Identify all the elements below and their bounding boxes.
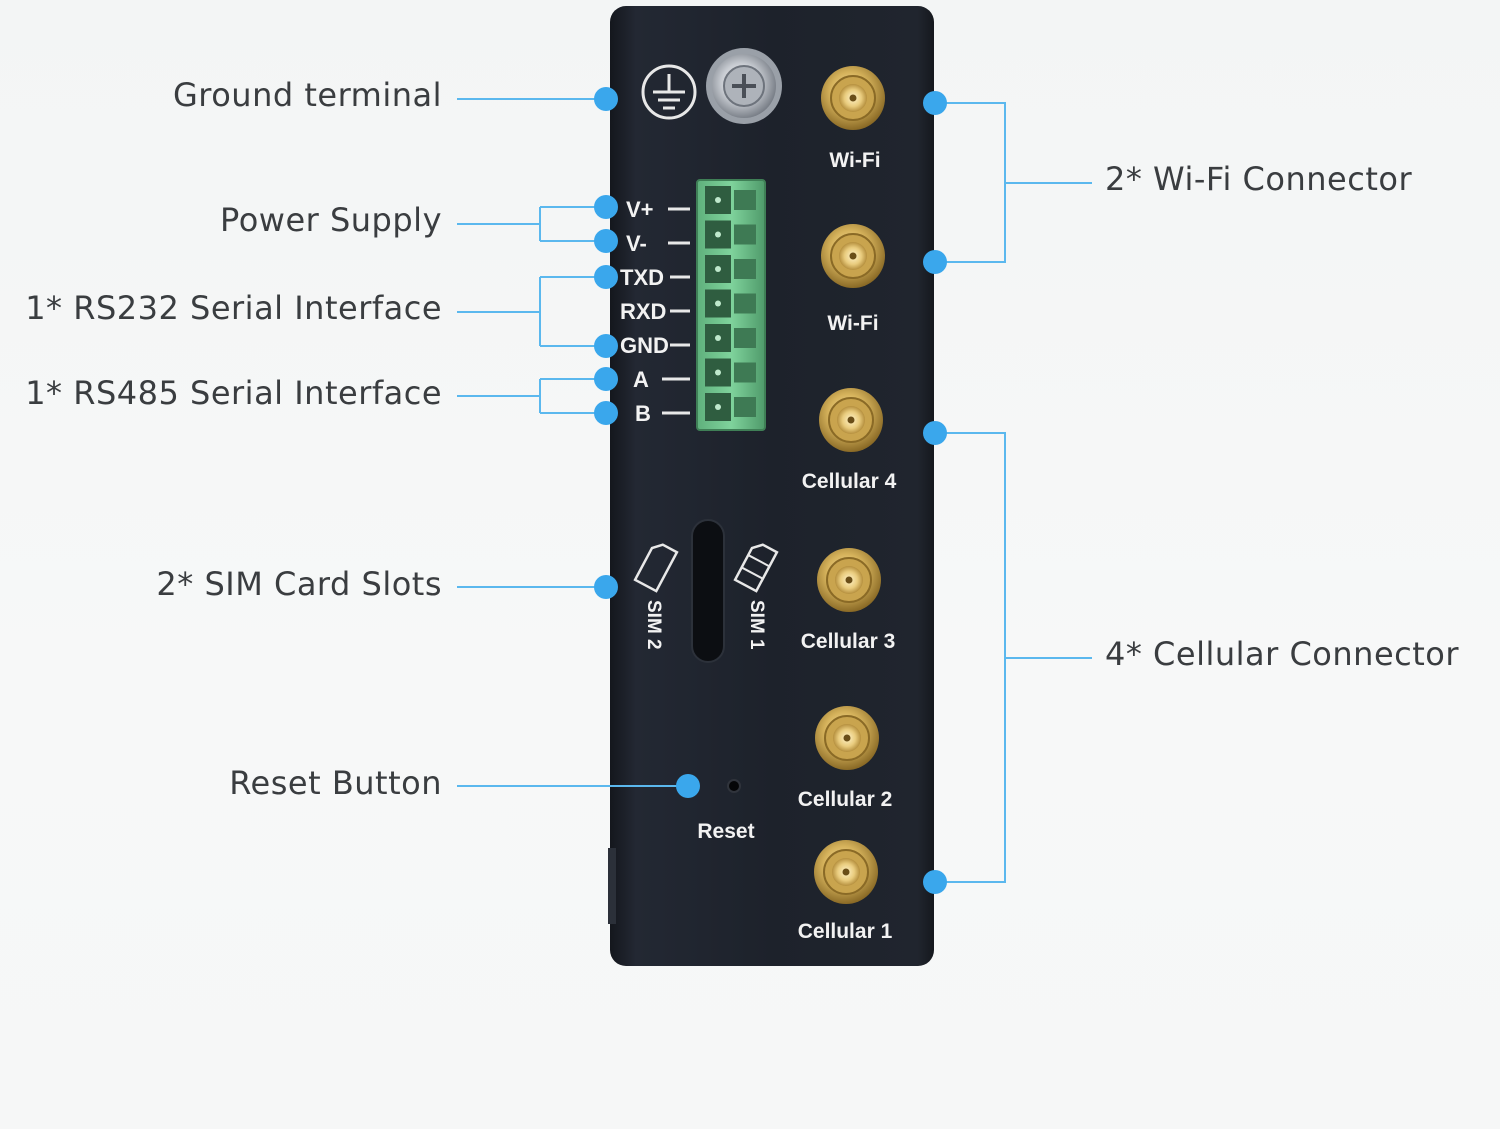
callout-label-ground: Ground terminal [172,76,442,114]
sim-slot [691,519,725,663]
callout-label-rs485: 1* RS485 Serial Interface [25,374,442,412]
connector-cellular-3 [817,548,881,612]
terminal-pin-hole [715,335,721,341]
callout-dot-wifi-1 [923,91,947,115]
connector-label-cellular-3: Cellular 3 [801,630,896,653]
pin-label-b: B [635,401,651,426]
terminal-screw [734,328,756,348]
callout-dots [594,87,947,894]
callout-label-rs232: 1* RS232 Serial Interface [25,289,442,327]
terminal-screw [734,224,756,245]
callout-label-wifi: 2* Wi-Fi Connector [1105,160,1413,198]
callout-dot-sim [594,575,618,599]
callout-dot-ground [594,87,618,111]
connector-wifi-2 [821,224,885,288]
pin-label-gnd: GND [620,333,669,358]
pin-label-group: V+ V- TXD RXD GND A B [620,197,690,426]
sim-card-icon [633,543,679,593]
callout-line-rs232 [457,276,606,347]
sim-1-label: SIM 1 [746,600,767,650]
callout-dot-wifi-2 [923,250,947,274]
callout-line-wifi [935,102,1092,263]
callout-label-reset: Reset Button [229,764,442,802]
terminal-screw [734,293,756,314]
callout-dot-a [594,367,618,391]
callout-label-cellular: 4* Cellular Connector [1105,635,1459,673]
connector-cellular-4 [819,388,883,452]
terminal-pin-hole [715,369,721,376]
terminal-pin-hole [715,266,721,272]
connector-label-wifi-2: Wi-Fi [827,312,878,335]
callout-dot-gnd [594,334,618,358]
pin-label-a: A [633,367,649,392]
connector-label-cellular-1: Cellular 1 [798,920,893,943]
terminal-pin-hole [715,300,721,307]
device-side-clip [608,848,616,924]
connector-label-cellular-4: Cellular 4 [802,470,897,493]
pin-label-txd: TXD [620,265,664,290]
callout-dot-b [594,401,618,425]
terminal-pin-hole [715,231,721,238]
sim-2-label: SIM 2 [643,600,664,650]
connector-label-wifi-1: Wi-Fi [829,149,880,172]
terminal-pin-hole [715,404,721,410]
connector-label-cellular-2: Cellular 2 [798,788,893,811]
terminal-screw [734,190,756,210]
reset-hole[interactable] [727,779,741,793]
callout-dot-cellular-1 [923,870,947,894]
callout-label-power: Power Supply [220,201,442,239]
connector-cellular-1 [814,840,878,904]
callout-line-rs485 [457,378,606,414]
ground-screw-icon [706,48,782,124]
callout-dot-vminus [594,229,618,253]
pin-dashes [662,207,690,415]
sim-card-icon [733,543,779,593]
callout-dot-cellular-4 [923,421,947,445]
terminal-slots [705,186,756,421]
callout-dot-txd [594,265,618,289]
pin-label-vplus: V+ [626,197,654,222]
callout-line-power [457,206,606,242]
pin-label-vminus: V- [626,231,647,256]
terminal-pin-hole [715,197,721,203]
connector-wifi-1 [821,66,885,130]
callout-label-sim: 2* SIM Card Slots [156,565,442,603]
terminal-screw [734,362,756,383]
ground-symbol-icon [641,64,697,120]
callout-lines [457,98,1092,883]
reset-label: Reset [697,820,754,843]
terminal-block [696,179,766,431]
callout-dot-reset [676,774,700,798]
callout-line-cellular [935,432,1092,883]
connector-cellular-2 [815,706,879,770]
terminal-screw [734,259,756,279]
terminal-screw [734,397,756,417]
callout-dot-vplus [594,195,618,219]
pin-label-rxd: RXD [620,299,666,324]
